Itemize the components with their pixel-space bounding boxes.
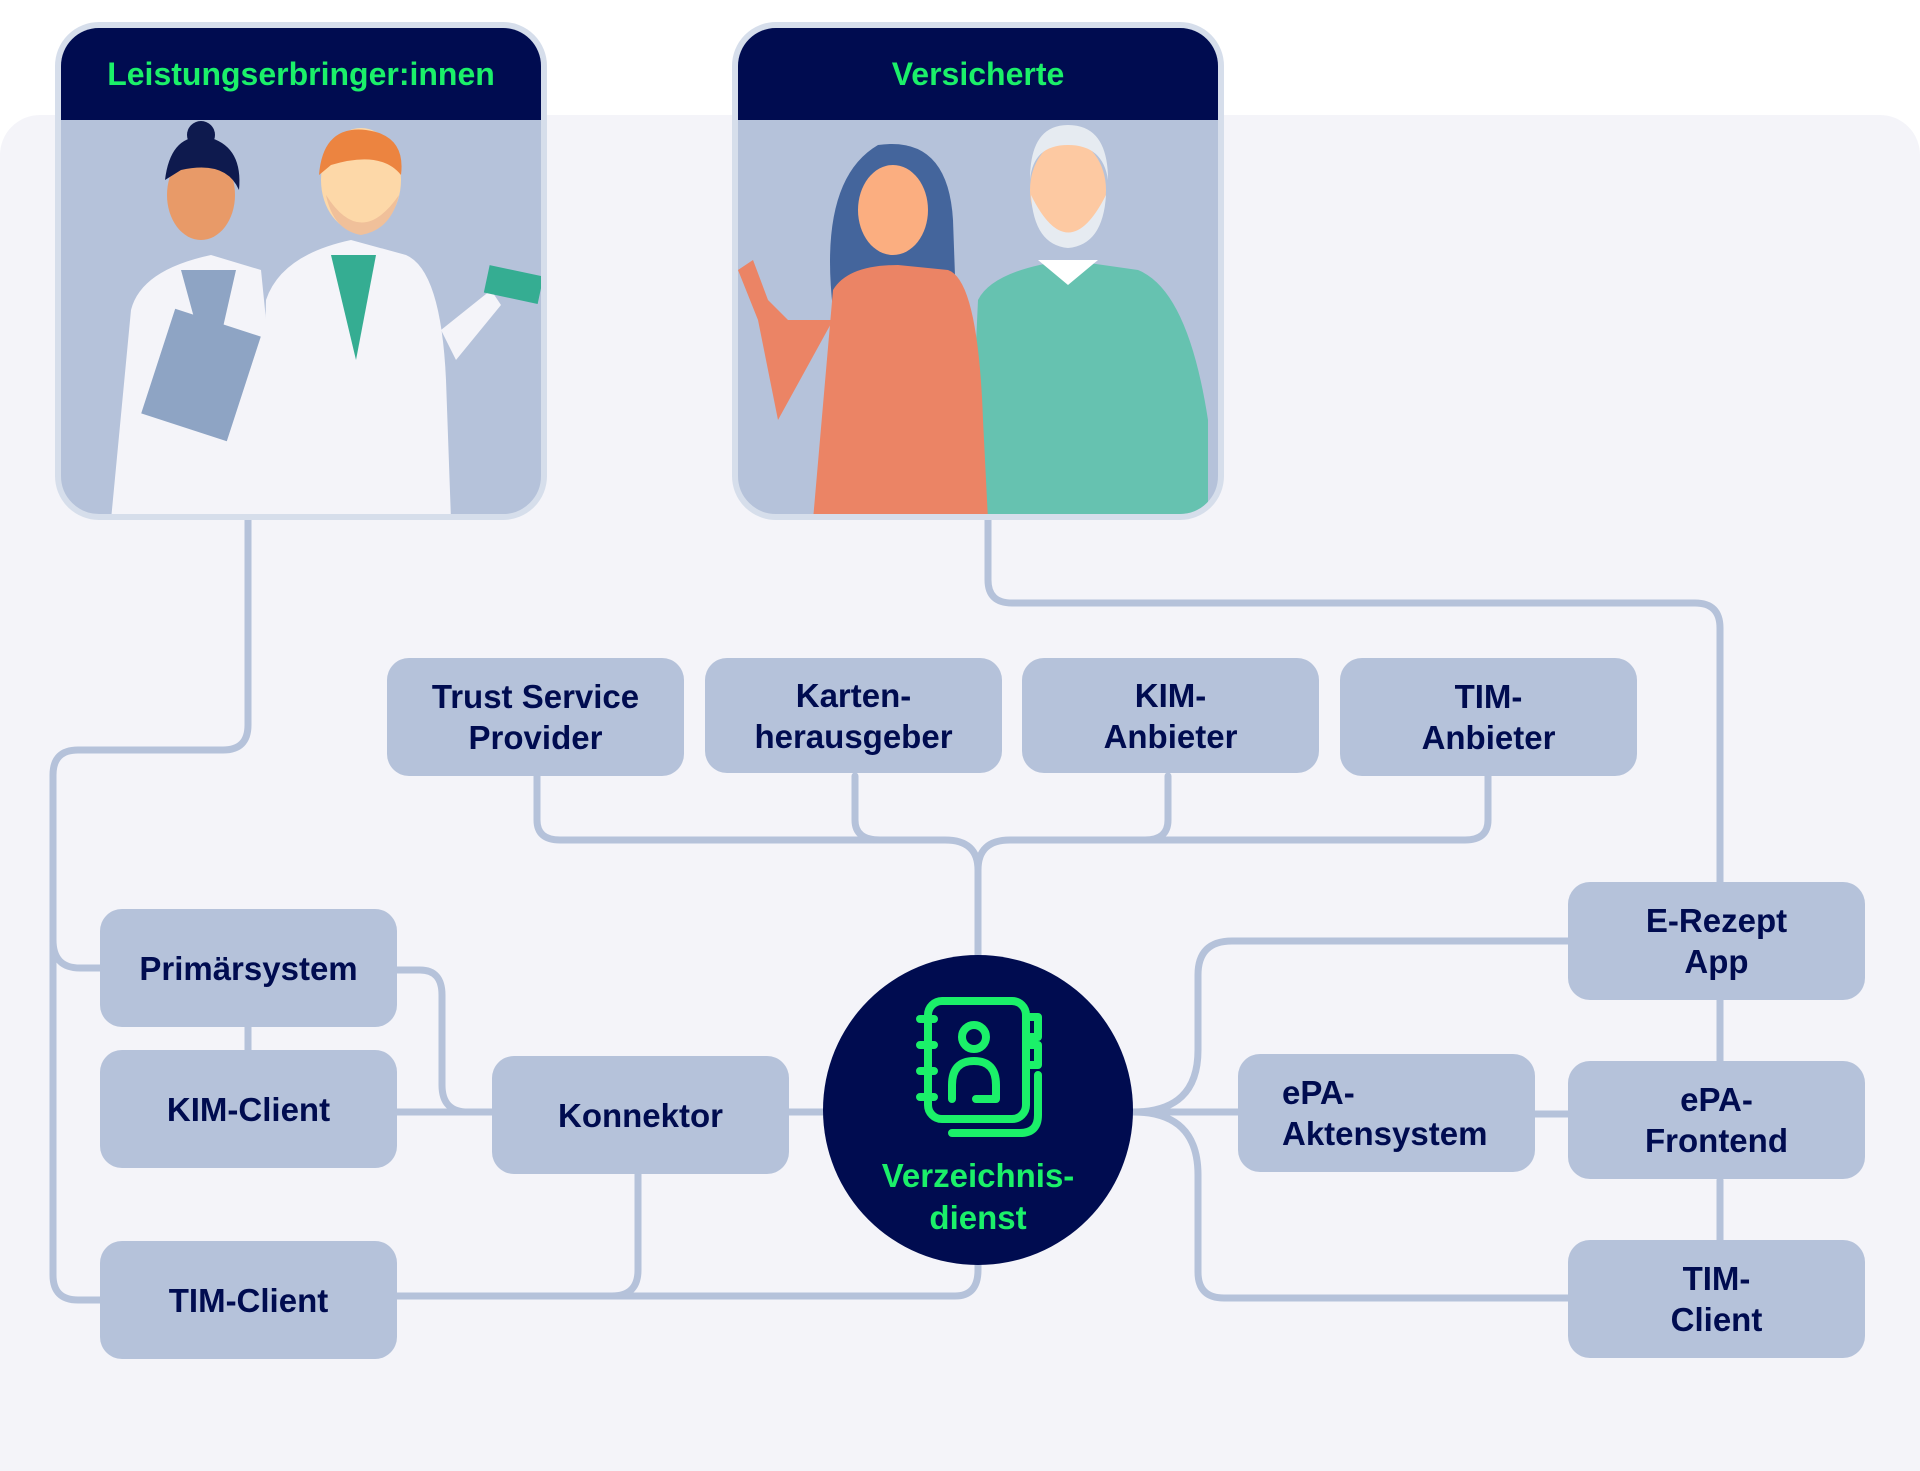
epa-frontend-line1: ePA-: [1680, 1081, 1753, 1118]
line-hub-erezept: [1129, 937, 1572, 1116]
line-hub-timclient-right: [1129, 1108, 1572, 1302]
line-rail-to-primaersystem: [49, 936, 104, 972]
line-tim-anbieter: [974, 772, 1492, 959]
erezept-app-line2: App: [1684, 943, 1749, 980]
verzeichnisdienst-line2: dienst: [929, 1199, 1027, 1236]
kartenherausgeber-box[interactable]: Karten-herausgeber: [705, 658, 1002, 773]
insured-persons-illustration: [738, 125, 1208, 514]
verzeichnisdienst-line1: Verzeichnis-: [881, 1157, 1075, 1194]
line-kim-anbieter: [1141, 772, 1172, 844]
kim-anbieter-line2: Anbieter: [1103, 717, 1238, 755]
primaersystem-box[interactable]: Primärsystem: [100, 909, 397, 1027]
tim-anbieter-line2: Anbieter: [1421, 719, 1556, 756]
line-karten: [851, 772, 884, 844]
tim-anbieter-box[interactable]: TIM- Anbieter: [1340, 658, 1637, 776]
address-book-icon: [916, 997, 1042, 1137]
kartenherausgeber-line2: herausgeber: [754, 717, 953, 755]
konnektor-label: Konnektor: [558, 1096, 723, 1134]
konnektor-box[interactable]: Konnektor: [492, 1056, 789, 1174]
primaersystem-label: Primärsystem: [139, 949, 358, 987]
kim-anbieter-box[interactable]: KIM-Anbieter: [1022, 658, 1319, 773]
tim-client-right-box[interactable]: TIM- Client: [1568, 1240, 1865, 1358]
epa-frontend-box[interactable]: ePA- Frontend: [1568, 1061, 1865, 1179]
insured-card-title: Versicherte: [738, 28, 1218, 120]
line-insured-to-erezept: [984, 516, 1724, 886]
epa-aktensystem-line2: Aktensystem: [1282, 1115, 1488, 1152]
tim-client-right-line1: TIM-: [1682, 1260, 1751, 1297]
kartenherausgeber-line1: Karten-: [795, 676, 912, 714]
providers-card: Leistungserbringer:innen: [55, 22, 547, 520]
epa-aktensystem-line1: ePA-: [1282, 1074, 1355, 1111]
healthcare-professionals-illustration: [111, 121, 541, 514]
verzeichnisdienst-hub[interactable]: Verzeichnis- dienst: [823, 955, 1133, 1265]
insured-card: Versicherte: [732, 22, 1224, 520]
epa-aktensystem-box[interactable]: ePA- Aktensystem: [1238, 1054, 1535, 1172]
line-providers-to-rail: [49, 516, 252, 1304]
tim-client-left-box[interactable]: TIM-Client: [100, 1241, 397, 1359]
tim-client-left-label: TIM-Client: [168, 1281, 329, 1319]
line-primaer-konnektor: [391, 966, 496, 1116]
kim-anbieter-line1: KIM-: [1134, 676, 1207, 714]
providers-card-title: Leistungserbringer:innen: [61, 28, 541, 120]
trust-service-provider-line1: Trust Service: [431, 678, 640, 715]
kim-client-label: KIM-Client: [166, 1090, 331, 1128]
kim-client-box[interactable]: KIM-Client: [100, 1050, 397, 1168]
line-konnektor-down: [608, 1170, 642, 1300]
line-tsp: [533, 772, 982, 874]
line-timclient-hub: [391, 1258, 982, 1300]
erezept-app-line1: E-Rezept: [1645, 902, 1788, 939]
tim-client-right-line2: Client: [1670, 1301, 1763, 1338]
trust-service-provider-line2: Provider: [468, 719, 603, 756]
epa-frontend-line2: Frontend: [1645, 1122, 1788, 1159]
tim-anbieter-line1: TIM-: [1454, 678, 1523, 715]
verzeichnisdienst-label: Verzeichnis- dienst: [823, 1155, 1133, 1239]
